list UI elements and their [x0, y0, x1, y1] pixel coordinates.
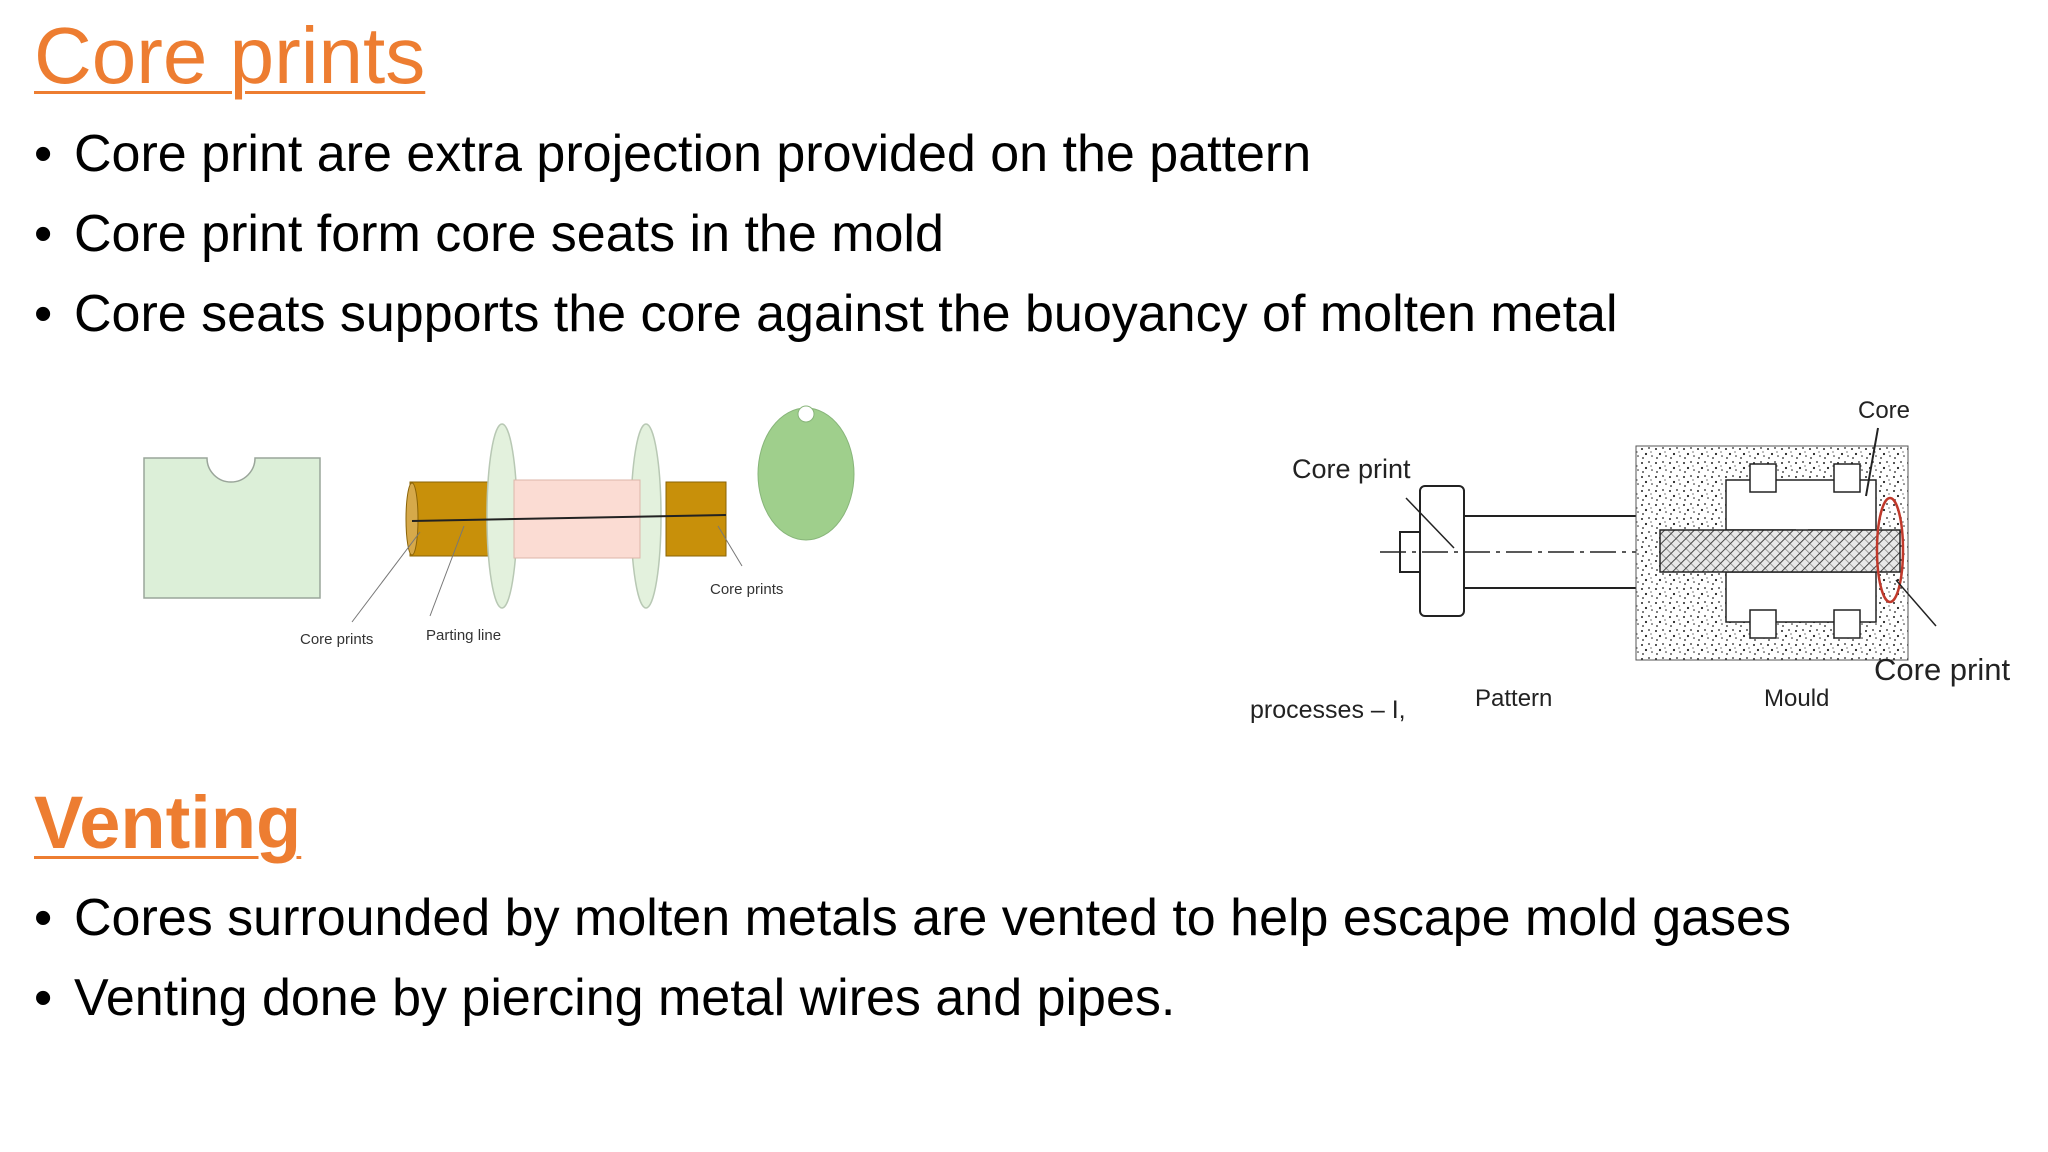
leader-line: [1865, 427, 1879, 497]
core-circle-shape: [757, 407, 855, 541]
leader-line: [717, 525, 743, 567]
bullet-text: Venting done by piercing metal wires and…: [74, 969, 1176, 1027]
bullet-text: Core print are extra projection provided…: [74, 125, 1312, 183]
core-print-right-shape: [665, 481, 727, 557]
section-title-venting: Venting: [34, 781, 302, 864]
leader-line: [1405, 497, 1455, 549]
core-print-end-shape: [405, 482, 419, 556]
bullet-icon: •: [34, 285, 53, 343]
mould-drawing: [1635, 445, 1909, 661]
label-core-print-right: Core print: [1874, 652, 2010, 687]
core-prints-bullet-list: • Core print are extra projection provide…: [34, 114, 1618, 354]
bullet-text: Core print form core seats in the mold: [74, 205, 944, 263]
label-pattern: Pattern: [1475, 685, 1552, 712]
bullet-text: Cores surrounded by molten metals are ve…: [74, 889, 1791, 947]
label-core-prints-left: Core prints: [300, 631, 373, 648]
core-print-highlight-shape: [1875, 496, 1905, 604]
bullet-icon: •: [34, 205, 53, 263]
core-print-pattern-figure: Core prints Parting line Core prints: [143, 405, 855, 648]
bullet-item: • Core print form core seats in the mold: [34, 194, 1618, 274]
label-core-prints-right: Core prints: [710, 581, 783, 598]
bullet-item: • Core seats supports the core against th…: [34, 274, 1618, 354]
parting-line-shape: [411, 514, 727, 522]
leader-line: [351, 531, 421, 623]
label-processes: processes – I,: [1250, 696, 1406, 724]
bullet-icon: •: [34, 889, 53, 947]
leader-line: [1895, 579, 1937, 627]
pattern-mould-figure: Core Core print Core print Pattern Mould…: [1250, 397, 2010, 724]
venting-bullet-list: • Cores surrounded by molten metals are v…: [34, 878, 1791, 1038]
label-parting-line: Parting line: [426, 627, 501, 644]
core-circle-hole-shape: [797, 405, 815, 423]
bullet-item: • Core print are extra projection provide…: [34, 114, 1618, 194]
label-core: Core: [1858, 397, 1910, 424]
mold-block-shape: [143, 457, 321, 599]
bullet-item: • Cores surrounded by molten metals are v…: [34, 878, 1791, 958]
leader-line: [429, 525, 465, 617]
bullet-icon: •: [34, 969, 53, 1027]
label-mould: Mould: [1764, 685, 1829, 712]
bullet-text: Core seats supports the core against the…: [74, 285, 1618, 343]
section-title-core-prints: Core prints: [34, 11, 426, 100]
bullet-item: • Venting done by piercing metal wires an…: [34, 958, 1791, 1038]
bullet-icon: •: [34, 125, 53, 183]
flange-left-shape: [486, 423, 518, 609]
label-core-print-top: Core print: [1292, 454, 1411, 484]
